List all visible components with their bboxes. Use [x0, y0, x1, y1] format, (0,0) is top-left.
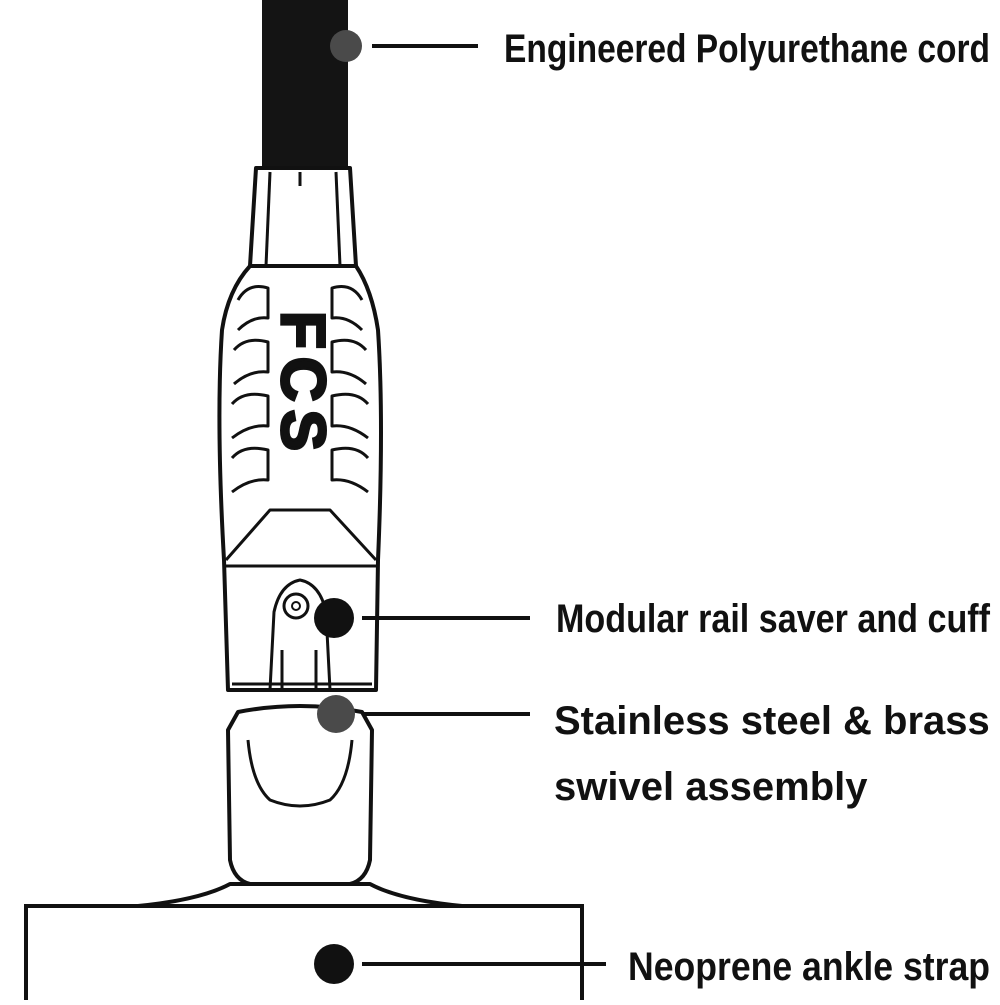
marker-dot	[314, 598, 354, 638]
strap-flange	[136, 882, 464, 908]
rail-saver-cuff	[217, 166, 383, 692]
brand-logo: FCS	[268, 311, 337, 459]
callout-label-line-2: swivel assembly	[554, 765, 868, 809]
callout-rail-saver: Modular rail saver and cuff	[314, 597, 991, 641]
callout-label: Stainless steel & brass	[554, 699, 990, 743]
callout-label: Neoprene ankle strap	[628, 945, 990, 989]
marker-dot	[330, 30, 362, 62]
marker-dot	[317, 695, 355, 733]
polyurethane-cord	[262, 0, 348, 172]
callout-swivel: Stainless steel & brass swivel assembly	[317, 695, 990, 809]
swivel-assembly	[226, 704, 374, 886]
callout-label: Modular rail saver and cuff	[556, 597, 991, 641]
callout-ankle-strap: Neoprene ankle strap	[314, 944, 990, 989]
neoprene-ankle-strap	[24, 904, 584, 1005]
marker-dot	[314, 944, 354, 984]
callout-label: Engineered Polyurethane cord	[504, 27, 990, 71]
callout-cord: Engineered Polyurethane cord	[330, 27, 990, 71]
